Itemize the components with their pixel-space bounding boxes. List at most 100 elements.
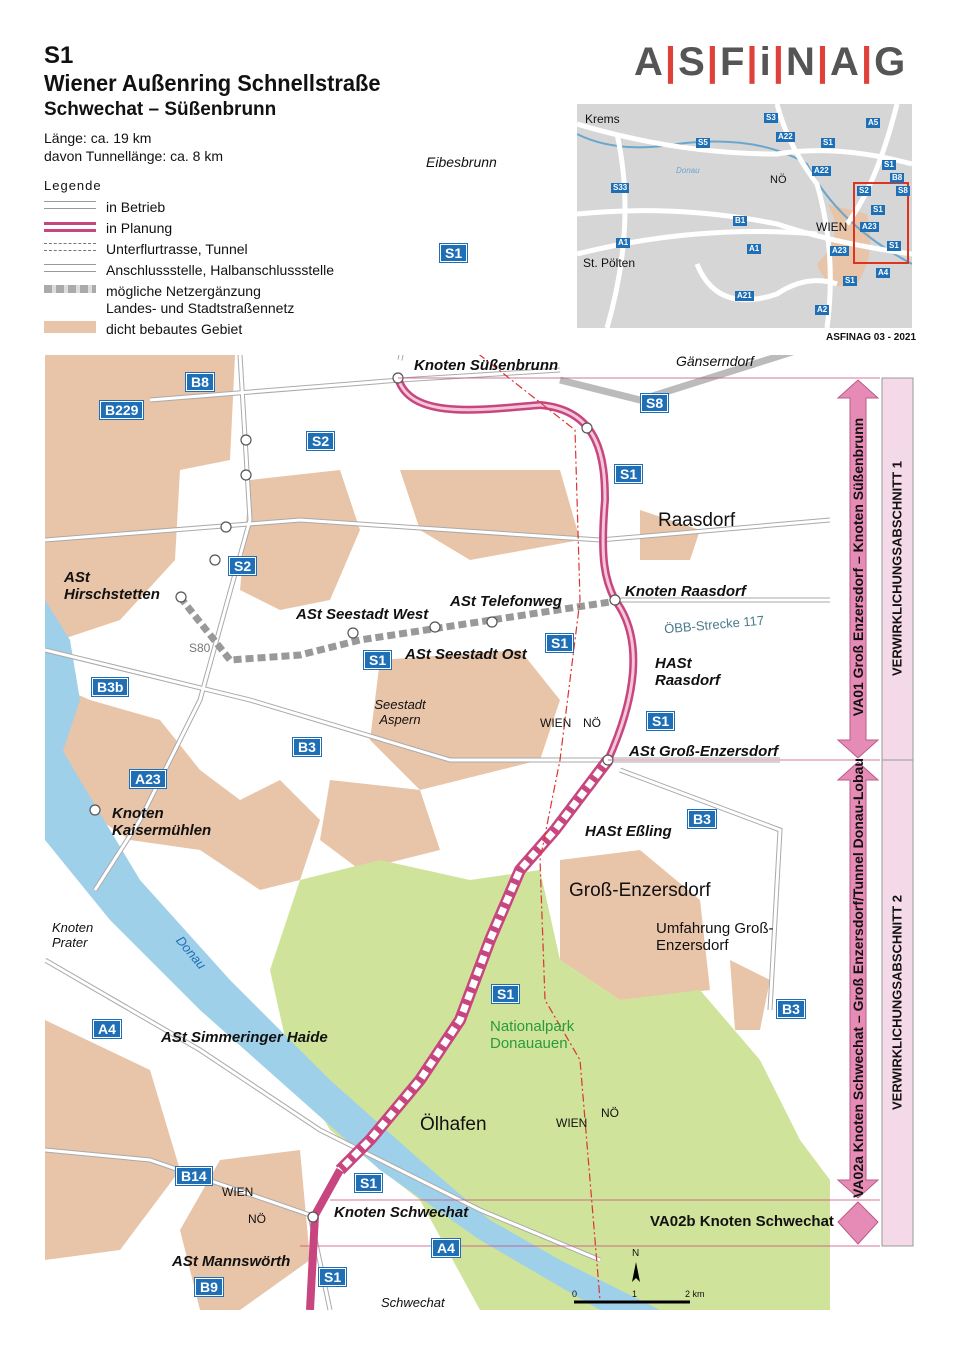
north-arrow-label: N xyxy=(632,1248,640,1259)
overview-shield: S1 xyxy=(843,276,857,286)
overview-label: St. Pölten xyxy=(583,256,636,270)
overview-shield: A5 xyxy=(866,118,881,128)
junction-label: ASt Telefonweg xyxy=(450,593,562,610)
junction-label: HASt Eßling xyxy=(585,823,672,840)
legend-swatch-junction xyxy=(44,264,96,272)
overview-shield: S2 xyxy=(857,186,871,196)
junction-label: Knoten Raasdorf xyxy=(625,583,746,600)
junction-label: Knoten Süßenbrunn xyxy=(414,357,559,374)
road-shield: S1 xyxy=(438,243,469,263)
road-shield: B229 xyxy=(98,400,145,420)
scale-label: 2 km xyxy=(685,1289,705,1299)
junction-label: Knoten Kaisermühlen xyxy=(112,805,212,839)
road-shield: B3 xyxy=(687,809,717,829)
overview-label: WIEN xyxy=(816,220,848,234)
overview-credit: ASFINAG 03 - 2021 xyxy=(826,332,917,343)
overview-label: NÖ xyxy=(770,174,787,186)
section-va02b-label: VA02b Knoten Schwechat xyxy=(650,1213,834,1230)
overview-label: Krems xyxy=(585,112,620,126)
place-label: Schwechat xyxy=(381,1295,445,1310)
legend-swatch-possible xyxy=(44,285,96,293)
abschnitt2-label: VERWIRKLICHUNGSABSCHNITT 2 xyxy=(889,895,905,1110)
legend-item: dicht bebautes Gebiet xyxy=(106,321,243,337)
tunnel-length-info: davon Tunnellänge: ca. 8 km xyxy=(44,148,224,164)
border-label: NÖ xyxy=(248,1212,266,1226)
border-label: NÖ xyxy=(583,716,601,730)
border-label: NÖ xyxy=(601,1106,619,1120)
overview-shield: A21 xyxy=(735,291,754,301)
park-label: Nationalpark Donauauen xyxy=(490,1018,575,1052)
road-shield: S1 xyxy=(490,984,521,1004)
town-label: Groß-Enzersdorf xyxy=(569,880,711,901)
place-label: Seestadt Aspern xyxy=(374,697,426,727)
junction-label: ASt Mannswörth xyxy=(172,1253,291,1270)
rail-label: S80 xyxy=(189,641,211,655)
road-shield: B8 xyxy=(185,372,215,392)
overview-shield: A23 xyxy=(830,246,849,256)
overview-label: Donau xyxy=(676,166,700,175)
junction-label: ASt Groß-Enzersdorf xyxy=(629,743,779,760)
overview-shield: A4 xyxy=(876,268,891,278)
junction-label: ASt Seestadt West xyxy=(296,606,429,623)
road-label: Umfahrung Groß-Enzersdorf xyxy=(656,920,774,954)
overview-shield: A22 xyxy=(776,132,795,142)
route-number: S1 xyxy=(44,42,74,69)
place-label: Gänserndorf xyxy=(676,353,754,369)
section-va02a-label: VA02a Knoten Schwechat – Groß Enzersdorf… xyxy=(850,758,866,1198)
junction-label: ASt Simmeringer Haide xyxy=(161,1029,328,1046)
place-label: Ölhafen xyxy=(420,1114,487,1135)
overview-shield: B1 xyxy=(733,216,748,226)
overview-shield: S5 xyxy=(696,138,710,148)
border-label: WIEN xyxy=(222,1185,254,1199)
road-shield: S1 xyxy=(544,633,575,653)
road-shield: S8 xyxy=(639,393,670,413)
legend-swatch-tunnel xyxy=(44,243,96,251)
legend-item: Unterflurtrasse, Tunnel xyxy=(106,241,248,257)
route-title: Wiener Außenring Schnellstraße xyxy=(44,70,381,96)
road-shield: A23 xyxy=(129,769,167,789)
overview-shield: S1 xyxy=(821,138,835,148)
road-shield: S2 xyxy=(227,556,258,576)
road-shield: B9 xyxy=(194,1277,224,1297)
junction-label: HASt Raasdorf xyxy=(655,655,721,689)
road-shield: S1 xyxy=(613,464,644,484)
overview-shield: S1 xyxy=(887,241,901,251)
road-shield: S1 xyxy=(353,1173,384,1193)
legend-swatch-built xyxy=(44,201,96,209)
road-shield: B3 xyxy=(292,737,322,757)
road-shield: B3b xyxy=(90,677,130,697)
overview-shield: A23 xyxy=(860,222,879,232)
legend-item: in Planung xyxy=(106,220,173,236)
junction-label: Knoten Schwechat xyxy=(334,1204,469,1221)
scale-label: 1 xyxy=(632,1289,638,1299)
route-subtitle: Schwechat – Süßenbrunn xyxy=(44,99,277,120)
section-va01-label: VA01 Groß Enzersdorf – Knoten Süßenbrunn xyxy=(850,417,866,717)
overview-shield: S8 xyxy=(896,186,910,196)
road-shield: B3 xyxy=(776,999,806,1019)
overview-shield: S1 xyxy=(871,205,885,215)
road-shield: S1 xyxy=(645,711,676,731)
overview-shield: B8 xyxy=(890,173,905,183)
junction-label: ASt Hirschstetten xyxy=(64,569,160,603)
overview-shield: S33 xyxy=(611,183,630,193)
border-label: WIEN xyxy=(540,716,572,730)
overview-shield: S3 xyxy=(764,113,778,123)
overview-shield: A1 xyxy=(616,238,631,248)
overview-shield: A1 xyxy=(747,244,762,254)
legend-title: Legende xyxy=(44,178,102,193)
junction-label: Knoten Prater xyxy=(52,920,94,950)
legend-swatch-planned xyxy=(44,222,96,232)
road-shield: A4 xyxy=(92,1019,122,1039)
road-shield: S2 xyxy=(305,431,336,451)
legend-item: Landes- und Stadtstraßennetz xyxy=(106,300,295,316)
town-label: Raasdorf xyxy=(658,510,736,531)
road-shield: S1 xyxy=(317,1267,348,1287)
abschnitt1-label: VERWIRKLICHUNGSABSCHNITT 1 xyxy=(889,461,905,676)
junction-label: ASt Seestadt Ost xyxy=(405,646,527,663)
road-shield: S1 xyxy=(362,650,393,670)
overview-shield: A2 xyxy=(815,305,830,315)
length-info: Länge: ca. 19 km xyxy=(44,130,152,146)
legend-item: mögliche Netzergänzung xyxy=(106,283,261,299)
